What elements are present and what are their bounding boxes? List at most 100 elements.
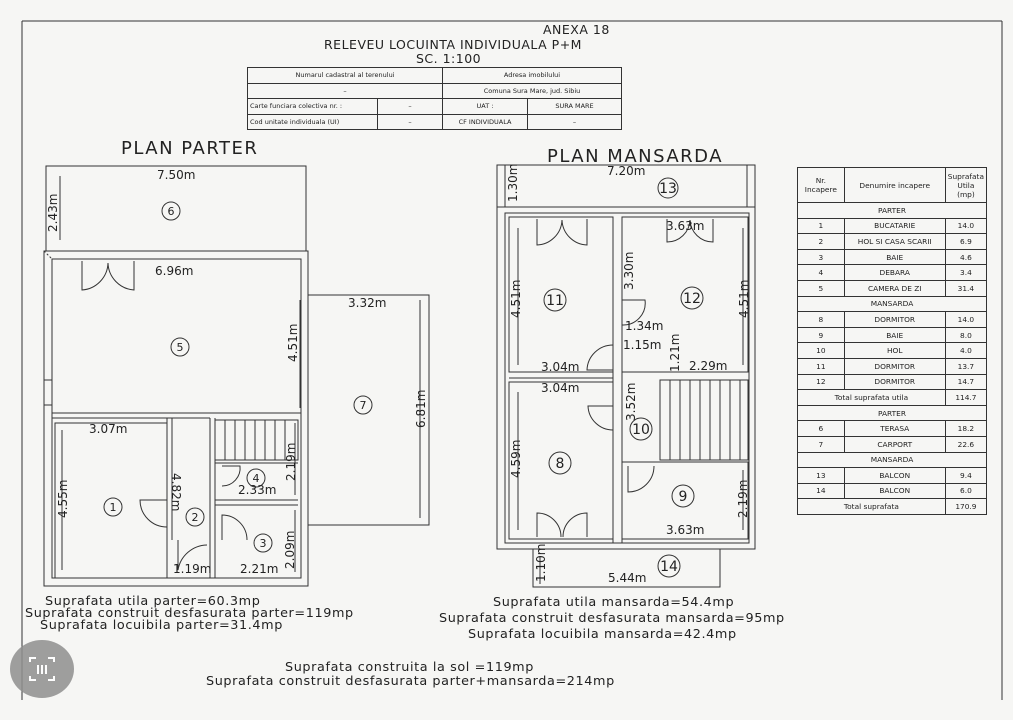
room-marker-14 bbox=[657, 554, 681, 578]
rooms-cell-nr: 13 bbox=[797, 467, 845, 484]
dim-mansarda-hall-lower-depth: 3.52m bbox=[624, 383, 638, 421]
scan-text-icon bbox=[29, 657, 55, 681]
room-number-8: 8 bbox=[556, 456, 565, 472]
info-cod-value: – bbox=[377, 113, 443, 130]
info-cod-label: Cod unitate individuala (UI) bbox=[247, 113, 378, 130]
parter-summary-built: Suprafata construit desfasurata parter=1… bbox=[25, 606, 354, 621]
drawing-title: RELEVEU LOCUINTA INDIVIDUALA P+M bbox=[324, 37, 582, 52]
rooms-cell-nr: 9 bbox=[797, 326, 845, 344]
rooms-cell-nr: 11 bbox=[797, 357, 845, 375]
rooms-section-label: MANSARDA bbox=[797, 295, 987, 313]
rooms-cell-name: TERASA bbox=[843, 420, 946, 437]
rooms-cell-area: 14.0 bbox=[944, 217, 988, 235]
rooms-header-nr: Nr. Incapere bbox=[797, 167, 845, 203]
plan-parter-title: PLAN PARTER bbox=[121, 138, 259, 159]
rooms-cell-name: BAIE bbox=[843, 326, 946, 344]
room-marker-2 bbox=[185, 507, 205, 527]
rooms-cell-name: HOL bbox=[843, 342, 946, 359]
dim-mansarda-balcony14-depth: 1.10m bbox=[534, 544, 548, 582]
dim-mansarda-hall-width: 1.34m bbox=[625, 319, 663, 333]
room-number-1: 1 bbox=[110, 501, 117, 514]
rooms-cell-name: DEBARA bbox=[843, 264, 946, 281]
room-marker-7 bbox=[353, 395, 373, 415]
rooms-cell-area: 14.7 bbox=[944, 373, 988, 391]
rooms-cell-nr: 5 bbox=[797, 279, 845, 297]
dim-mansarda-balcony13-width: 7.20m bbox=[607, 164, 645, 178]
rooms-cell-nr: 14 bbox=[797, 482, 845, 500]
property-info-table: Numarul cadastral al terenului Adresa im… bbox=[247, 67, 622, 130]
room-marker-4 bbox=[246, 468, 266, 488]
room-marker-9 bbox=[671, 484, 695, 508]
dim-parter-carport-width: 3.32m bbox=[348, 296, 386, 310]
mansarda-summary-built: Suprafata construit desfasurata mansarda… bbox=[439, 611, 785, 626]
dim-mansarda-room12-width: 3.63m bbox=[666, 219, 704, 233]
room-number-9: 9 bbox=[679, 489, 688, 505]
annex-label: ANEXA 18 bbox=[543, 22, 610, 37]
room-marker-1 bbox=[103, 497, 123, 517]
rooms-header-area: Suprafata Utila (mp) bbox=[944, 167, 988, 203]
room-number-10: 10 bbox=[632, 422, 650, 438]
footer-total-area: Suprafata construit desfasurata parter+m… bbox=[206, 674, 615, 689]
rooms-cell-name: CAMERA DE ZI bbox=[843, 279, 946, 297]
dim-parter-stair-depth: 2.19m bbox=[284, 443, 298, 481]
rooms-cell-area: 4.0 bbox=[944, 342, 988, 359]
parter-summary-usable: Suprafata utila parter=60.3mp bbox=[45, 594, 261, 609]
dim-parter-bath-width: 2.21m bbox=[240, 562, 278, 576]
rooms-cell-name: CARPORT bbox=[843, 435, 946, 453]
rooms-cell-name: BALCON bbox=[843, 482, 946, 500]
rooms-total-label: Total suprafata bbox=[797, 498, 946, 515]
rooms-cell-name: HOL SI CASA SCARII bbox=[843, 233, 946, 250]
dim-parter-carport-depth: 6.81m bbox=[414, 390, 428, 428]
rooms-header-name: Denumire incapere bbox=[843, 167, 946, 203]
dim-mansarda-room8-width: 3.04m bbox=[541, 381, 579, 395]
dim-parter-kitchen-width: 3.07m bbox=[89, 422, 127, 436]
rooms-cell-nr: 3 bbox=[797, 248, 845, 266]
rooms-section-label: PARTER bbox=[797, 202, 987, 219]
room-marker-11 bbox=[543, 288, 567, 312]
rooms-cell-nr: 1 bbox=[797, 217, 845, 235]
rooms-total-value: 114.7 bbox=[944, 389, 988, 406]
rooms-cell-nr: 8 bbox=[797, 311, 845, 328]
footer-ground-area: Suprafata construita la sol =119mp bbox=[285, 660, 534, 675]
dim-mansarda-hall-upper-depth: 3.30m bbox=[622, 252, 636, 290]
mansarda-summary-living: Suprafata locuibila mansarda=42.4mp bbox=[468, 627, 737, 642]
rooms-cell-area: 3.4 bbox=[944, 264, 988, 281]
room-marker-10 bbox=[629, 417, 653, 441]
rooms-total-value: 170.9 bbox=[944, 498, 988, 515]
rooms-cell-name: DORMITOR bbox=[843, 357, 946, 375]
rooms-table-row: PARTER bbox=[797, 202, 987, 219]
dim-mansarda-room11-depth: 4.51m bbox=[509, 280, 523, 318]
rooms-cell-area: 4.6 bbox=[944, 248, 988, 266]
room-number-6: 6 bbox=[168, 205, 175, 218]
info-cf-value: – bbox=[527, 113, 622, 130]
room-number-7: 7 bbox=[360, 399, 367, 412]
dim-mansarda-balcony13-depth: 1.30m bbox=[506, 164, 520, 202]
rooms-cell-name: BALCON bbox=[843, 467, 946, 484]
rooms-cell-nr: 4 bbox=[797, 264, 845, 281]
rooms-cell-name: BUCATARIE bbox=[843, 217, 946, 235]
dim-mansarda-hall-offset: 1.21m bbox=[668, 334, 682, 372]
drawing-scale: SC. 1:100 bbox=[416, 51, 482, 66]
dim-mansarda-room8-depth: 4.59m bbox=[509, 440, 523, 478]
rooms-cell-area: 8.0 bbox=[944, 326, 988, 344]
rooms-cell-nr: 7 bbox=[797, 435, 845, 453]
dim-mansarda-hall-narrow: 1.15m bbox=[623, 338, 661, 352]
scan-badge[interactable] bbox=[10, 640, 74, 698]
room-marker-13 bbox=[657, 177, 679, 199]
dim-parter-terrace-width: 7.50m bbox=[157, 168, 195, 182]
rooms-area-table: Nr. Incapere Denumire incapere Suprafata… bbox=[797, 167, 988, 515]
